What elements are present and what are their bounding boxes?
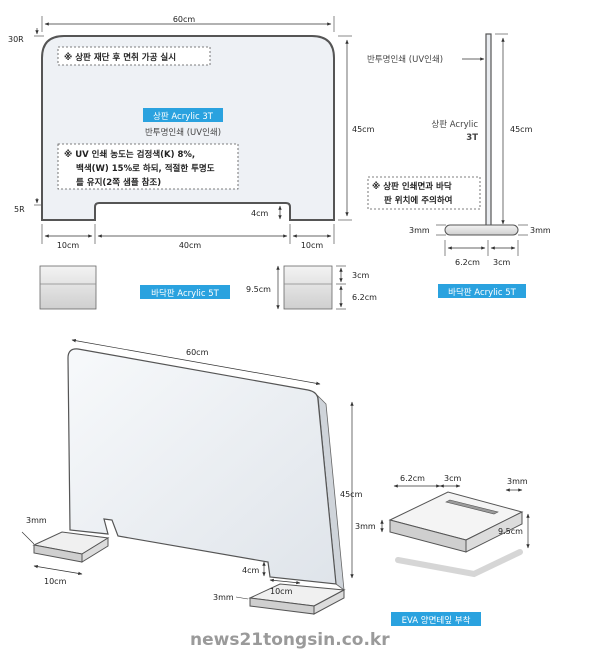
perspective-view: 60cm 45cm 3mm 10cm 4cm 10cm 10cm 3mm: [21, 339, 363, 615]
side-slot-label: 3cm: [493, 258, 510, 267]
side-base-label-box: [438, 284, 526, 298]
detail-left-thickness-label: 3mm: [355, 522, 376, 531]
side-panel: [485, 33, 492, 229]
persp-height-label: 45cm: [340, 490, 363, 499]
right-leg-label: 10cm: [301, 241, 324, 250]
side-note-line-1: ※ 상판 인쇄면과 바닥: [372, 181, 452, 192]
base-front-label-box: [140, 285, 230, 299]
side-base-label: 바닥판 Acrylic 5T: [448, 287, 517, 298]
base-detail: 6.2cm 3cm 3mm 3mm 9.5cm EVA 양면테잎 부착: [355, 474, 530, 626]
note-uv-line-1: ※ UV 인쇄 농도는 검정색(K) 8%,: [64, 149, 195, 160]
top-panel-label: 상판 Acrylic 3T: [153, 111, 214, 122]
note-top-box: [57, 46, 211, 66]
detail-right-label: 3mm: [507, 477, 528, 486]
side-right-thickness-label: 3mm: [530, 226, 551, 235]
side-depth-label: 6.2cm: [455, 258, 480, 267]
front-height-label: 45cm: [352, 125, 375, 134]
cutout-height-label: 4cm: [251, 209, 268, 218]
corner-radius-label: 30R: [8, 35, 24, 44]
note-uv-line-3: 를 유지(2쪽 샘플 참조): [76, 177, 161, 188]
detail-tape: [395, 549, 523, 578]
base-front-label: 바닥판 Acrylic 5T: [151, 288, 220, 299]
persp-right-thickness-label: 3mm: [213, 593, 234, 602]
side-height-label: 45cm: [510, 125, 533, 134]
left-leg-label: 10cm: [57, 241, 80, 250]
note-uv-line-2: 백색(W) 15%로 하되, 적절한 투명도: [76, 163, 215, 174]
side-panel-label-line-2: 3T: [466, 133, 478, 143]
print-label: 반투명인쇄 (UV인쇄): [145, 127, 221, 138]
note-uv-box: [57, 143, 239, 190]
base-block-right: [283, 265, 333, 310]
watermark: news21tongsin.co.kr: [190, 630, 390, 650]
middle-span-label: 40cm: [179, 241, 202, 250]
base-depth-label: 6.2cm: [352, 293, 377, 302]
base-block-left: [39, 265, 97, 310]
base-front-views: 바닥판 Acrylic 5T 9.5cm 3cm 6.2cm: [39, 265, 377, 310]
persp-cutout-height-label: 4cm: [242, 566, 259, 575]
detail-slot: [445, 499, 499, 515]
detail-length-label: 9.5cm: [498, 527, 523, 536]
side-note-line-2: 판 위치에 주의하여: [384, 195, 452, 206]
side-left-thickness-label: 3mm: [409, 226, 430, 235]
persp-panel: [67, 348, 337, 585]
front-width-label: 60cm: [173, 15, 196, 24]
detail-depth-label: 6.2cm: [400, 474, 425, 483]
detail-slot-label: 3cm: [444, 474, 461, 483]
base-slot-label: 3cm: [352, 271, 369, 280]
cutout-radius-label: 5R: [14, 205, 25, 214]
side-base: [444, 224, 519, 236]
side-note-box: [367, 176, 481, 210]
note-top-text: ※ 상판 재단 후 면취 가공 실시: [64, 52, 176, 63]
persp-left-thickness-label: 3mm: [26, 516, 47, 525]
top-panel-label-box: [143, 108, 223, 122]
side-print-label: 반투명인쇄 (UV인쇄): [367, 54, 443, 65]
tape-label-box: [391, 612, 481, 626]
tape-label: EVA 양면테잎 부착: [402, 615, 471, 626]
persp-left-leg-label: 10cm: [44, 577, 67, 586]
persp-right-leg-label-visible: 10cm: [270, 587, 293, 596]
persp-width-label: 60cm: [186, 348, 209, 357]
side-panel-label-line-1: 상판 Acrylic: [431, 119, 478, 130]
front-view: 60cm 30R 45cm 5R 4cm 10cm 40cm 10cm ※ 상판…: [8, 15, 375, 250]
base-height-label: 9.5cm: [246, 285, 271, 294]
side-view: 반투명인쇄 (UV인쇄) 상판 Acrylic 3T 45cm ※ 상판 인쇄면…: [367, 33, 551, 298]
